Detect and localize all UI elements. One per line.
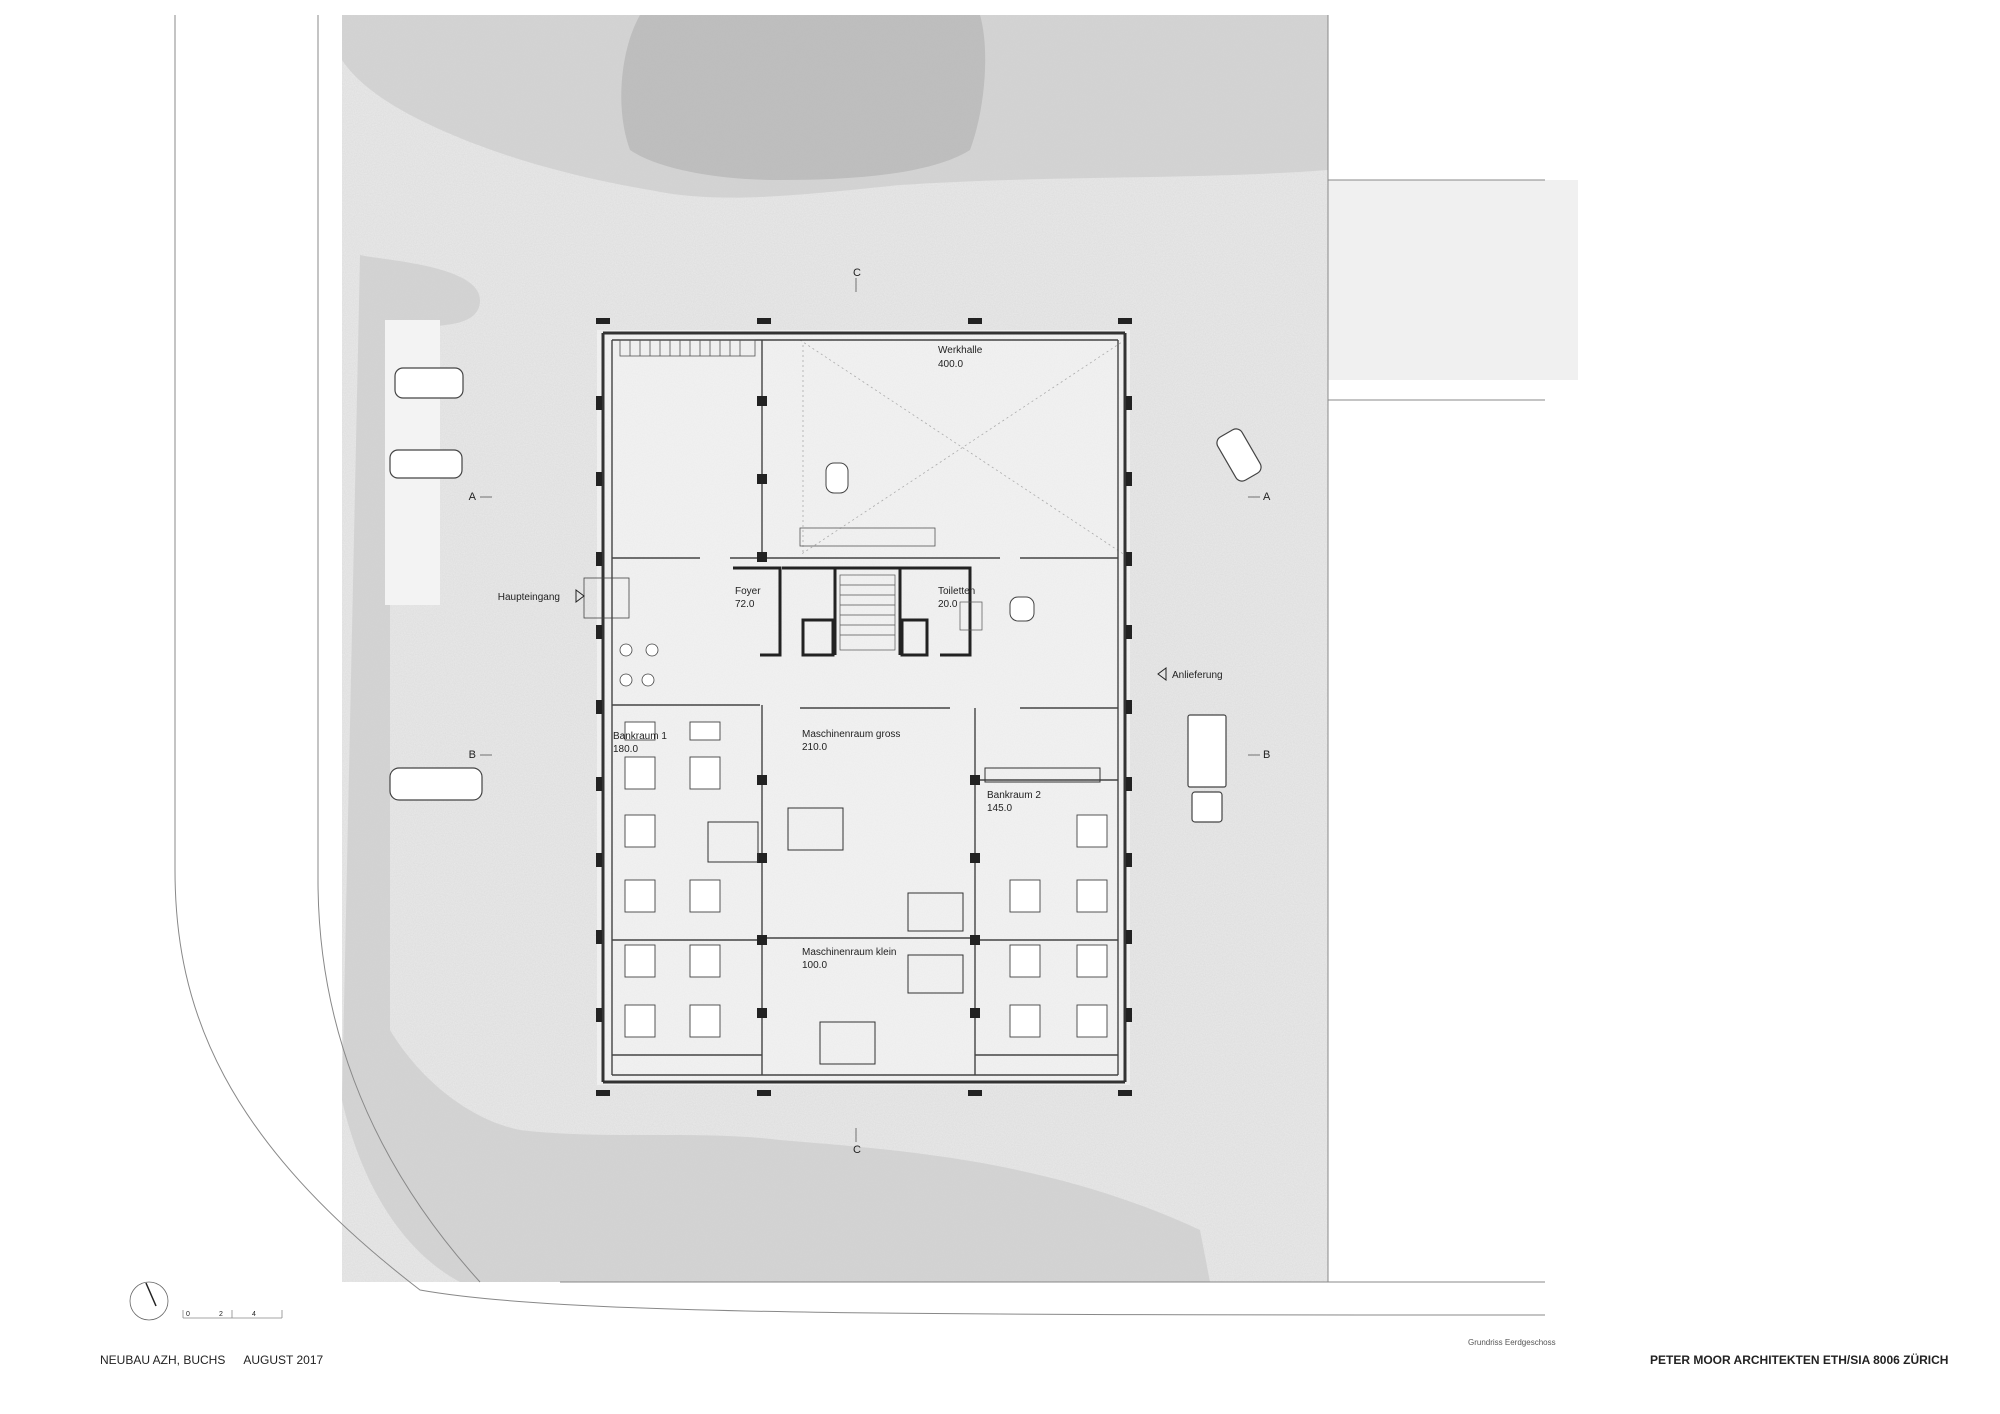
room-name: Bankraum 1 [613, 731, 667, 742]
section-marker-b-right: B [1263, 749, 1270, 761]
room-area: 100.0 [802, 960, 827, 971]
scale-tick: 0 [186, 1311, 190, 1318]
section-markers [480, 278, 1260, 1142]
core [733, 566, 972, 657]
entrance-arrow-icon [575, 589, 585, 603]
section-marker-b-left: B [469, 749, 476, 761]
forklift-icon [825, 462, 1035, 622]
project-date: AUGUST 2017 [243, 1353, 324, 1367]
section-marker-a-right: A [1263, 491, 1271, 503]
room-name: Werkhalle [938, 345, 983, 356]
room-area: 20.0 [938, 599, 958, 610]
room-area: 400.0 [938, 359, 963, 370]
room-name: Foyer [735, 586, 761, 597]
office-name: PETER MOOR ARCHITEKTEN ETH/SIA 8006 ZÜRI… [1650, 1353, 1949, 1367]
scale-tick: 4 [252, 1311, 256, 1318]
room-labels: Werkhalle 400.0 Foyer 72.0 Toiletten 20.… [613, 345, 1041, 971]
main-entrance-label: Haupteingang [498, 592, 560, 603]
room-area: 210.0 [802, 742, 827, 753]
delivery-label: Anlieferung [1172, 670, 1223, 681]
workbenches [624, 721, 1108, 1038]
section-marker-a-left: A [469, 491, 477, 503]
north-arrow-icon [129, 1281, 169, 1321]
foyer-tables [583, 577, 659, 687]
scale-tick: 2 [219, 1311, 223, 1318]
machines [707, 767, 1101, 1065]
drawing-title: Grundriss Eerdgeschoss [1468, 1338, 1556, 1347]
room-area: 72.0 [735, 599, 755, 610]
section-marker-c-top: C [853, 267, 861, 279]
project-name: NEUBAU AZH, BUCHS [100, 1353, 226, 1367]
room-name: Maschinenraum gross [802, 729, 900, 740]
room-name: Toiletten [938, 586, 975, 597]
room-area: 145.0 [987, 803, 1012, 814]
stair-icon [619, 339, 936, 547]
room-area: 180.0 [613, 744, 638, 755]
columns [596, 318, 1132, 1096]
room-name: Bankraum 2 [987, 790, 1041, 801]
delivery-arrow-icon [1157, 667, 1167, 681]
car-icon [389, 367, 1262, 823]
project-title: NEUBAU AZH, BUCHS AUGUST 2017 [100, 1353, 323, 1367]
section-marker-c-bottom: C [853, 1144, 861, 1156]
room-name: Maschinenraum klein [802, 947, 897, 958]
building-floor-plan [583, 318, 1132, 1096]
streets [174, 15, 1546, 1316]
scale-bar: 0 2 4 [182, 1310, 283, 1319]
